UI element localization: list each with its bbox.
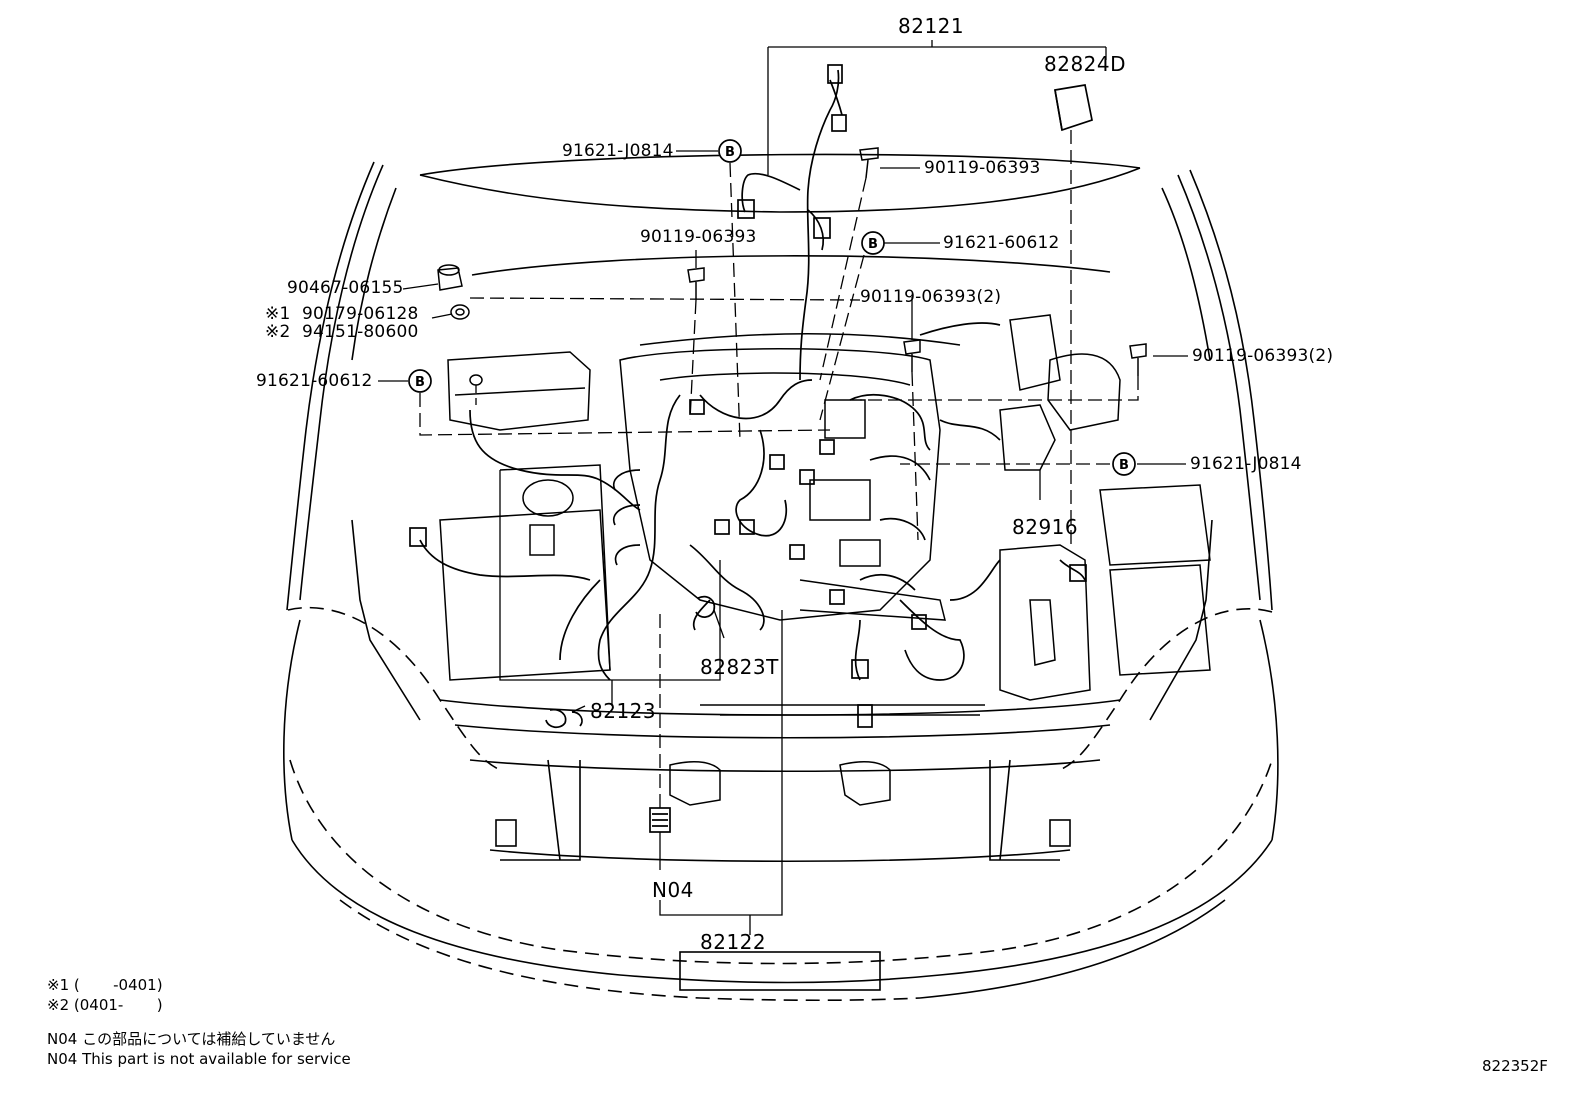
leader-lines [378,40,1188,935]
callout-note-mark-1: ※1 [265,304,291,324]
callout-90467-06155: 90467-06155 [287,278,404,298]
callout-94151-80600: 94151-80600 [302,322,419,342]
footnote-n04-japanese: N04 この部品については補給していません [47,1030,336,1048]
clip-marker-label: B [725,145,735,160]
vehicle-body-outline [283,153,1279,1002]
callout-82123: 82123 [590,699,657,723]
figure-id: 822352F [1482,1057,1548,1075]
footnote-n04-english: N04 This part is not available for servi… [47,1050,351,1068]
callout-90119-06393-left: 90119-06393 [640,227,757,247]
callout-90119-06393-top: 90119-06393 [924,158,1041,178]
footnote-1: ※1 ( -0401) [47,976,163,994]
callout-91621-60612-left: 91621-60612 [256,371,373,391]
callout-82823T: 82823T [700,655,779,679]
callout-91621-60612-top: 91621-60612 [943,233,1060,253]
callout-82121: 82121 [898,14,965,38]
engine-components [439,314,1211,806]
callout-91621-J0814-top: 91621-J0814 [562,141,674,161]
callout-91621-J0814-right: 91621-J0814 [1190,454,1302,474]
callout-82824D: 82824D [1044,52,1127,76]
clip-marker-label: B [415,375,425,390]
callout-note-mark-2: ※2 [265,322,291,342]
wire-harness [409,64,1093,833]
clip-marker-letters: B B B B [415,145,1129,473]
hardware-parts [437,147,1147,386]
callout-82916: 82916 [1012,515,1079,539]
clip-marker-label: B [868,237,878,252]
callout-N04: N04 [652,878,694,902]
callout-82122: 82122 [700,930,767,954]
clip-markers [408,139,1136,476]
callout-90179-06128: 90179-06128 [302,304,419,324]
clip-marker-label: B [1119,458,1129,473]
callout-90119-06393-2-center: 90119-06393(2) [860,287,1002,307]
callout-90119-06393-2-right: 90119-06393(2) [1192,346,1334,366]
footnote-2: ※2 (0401- ) [47,996,163,1014]
